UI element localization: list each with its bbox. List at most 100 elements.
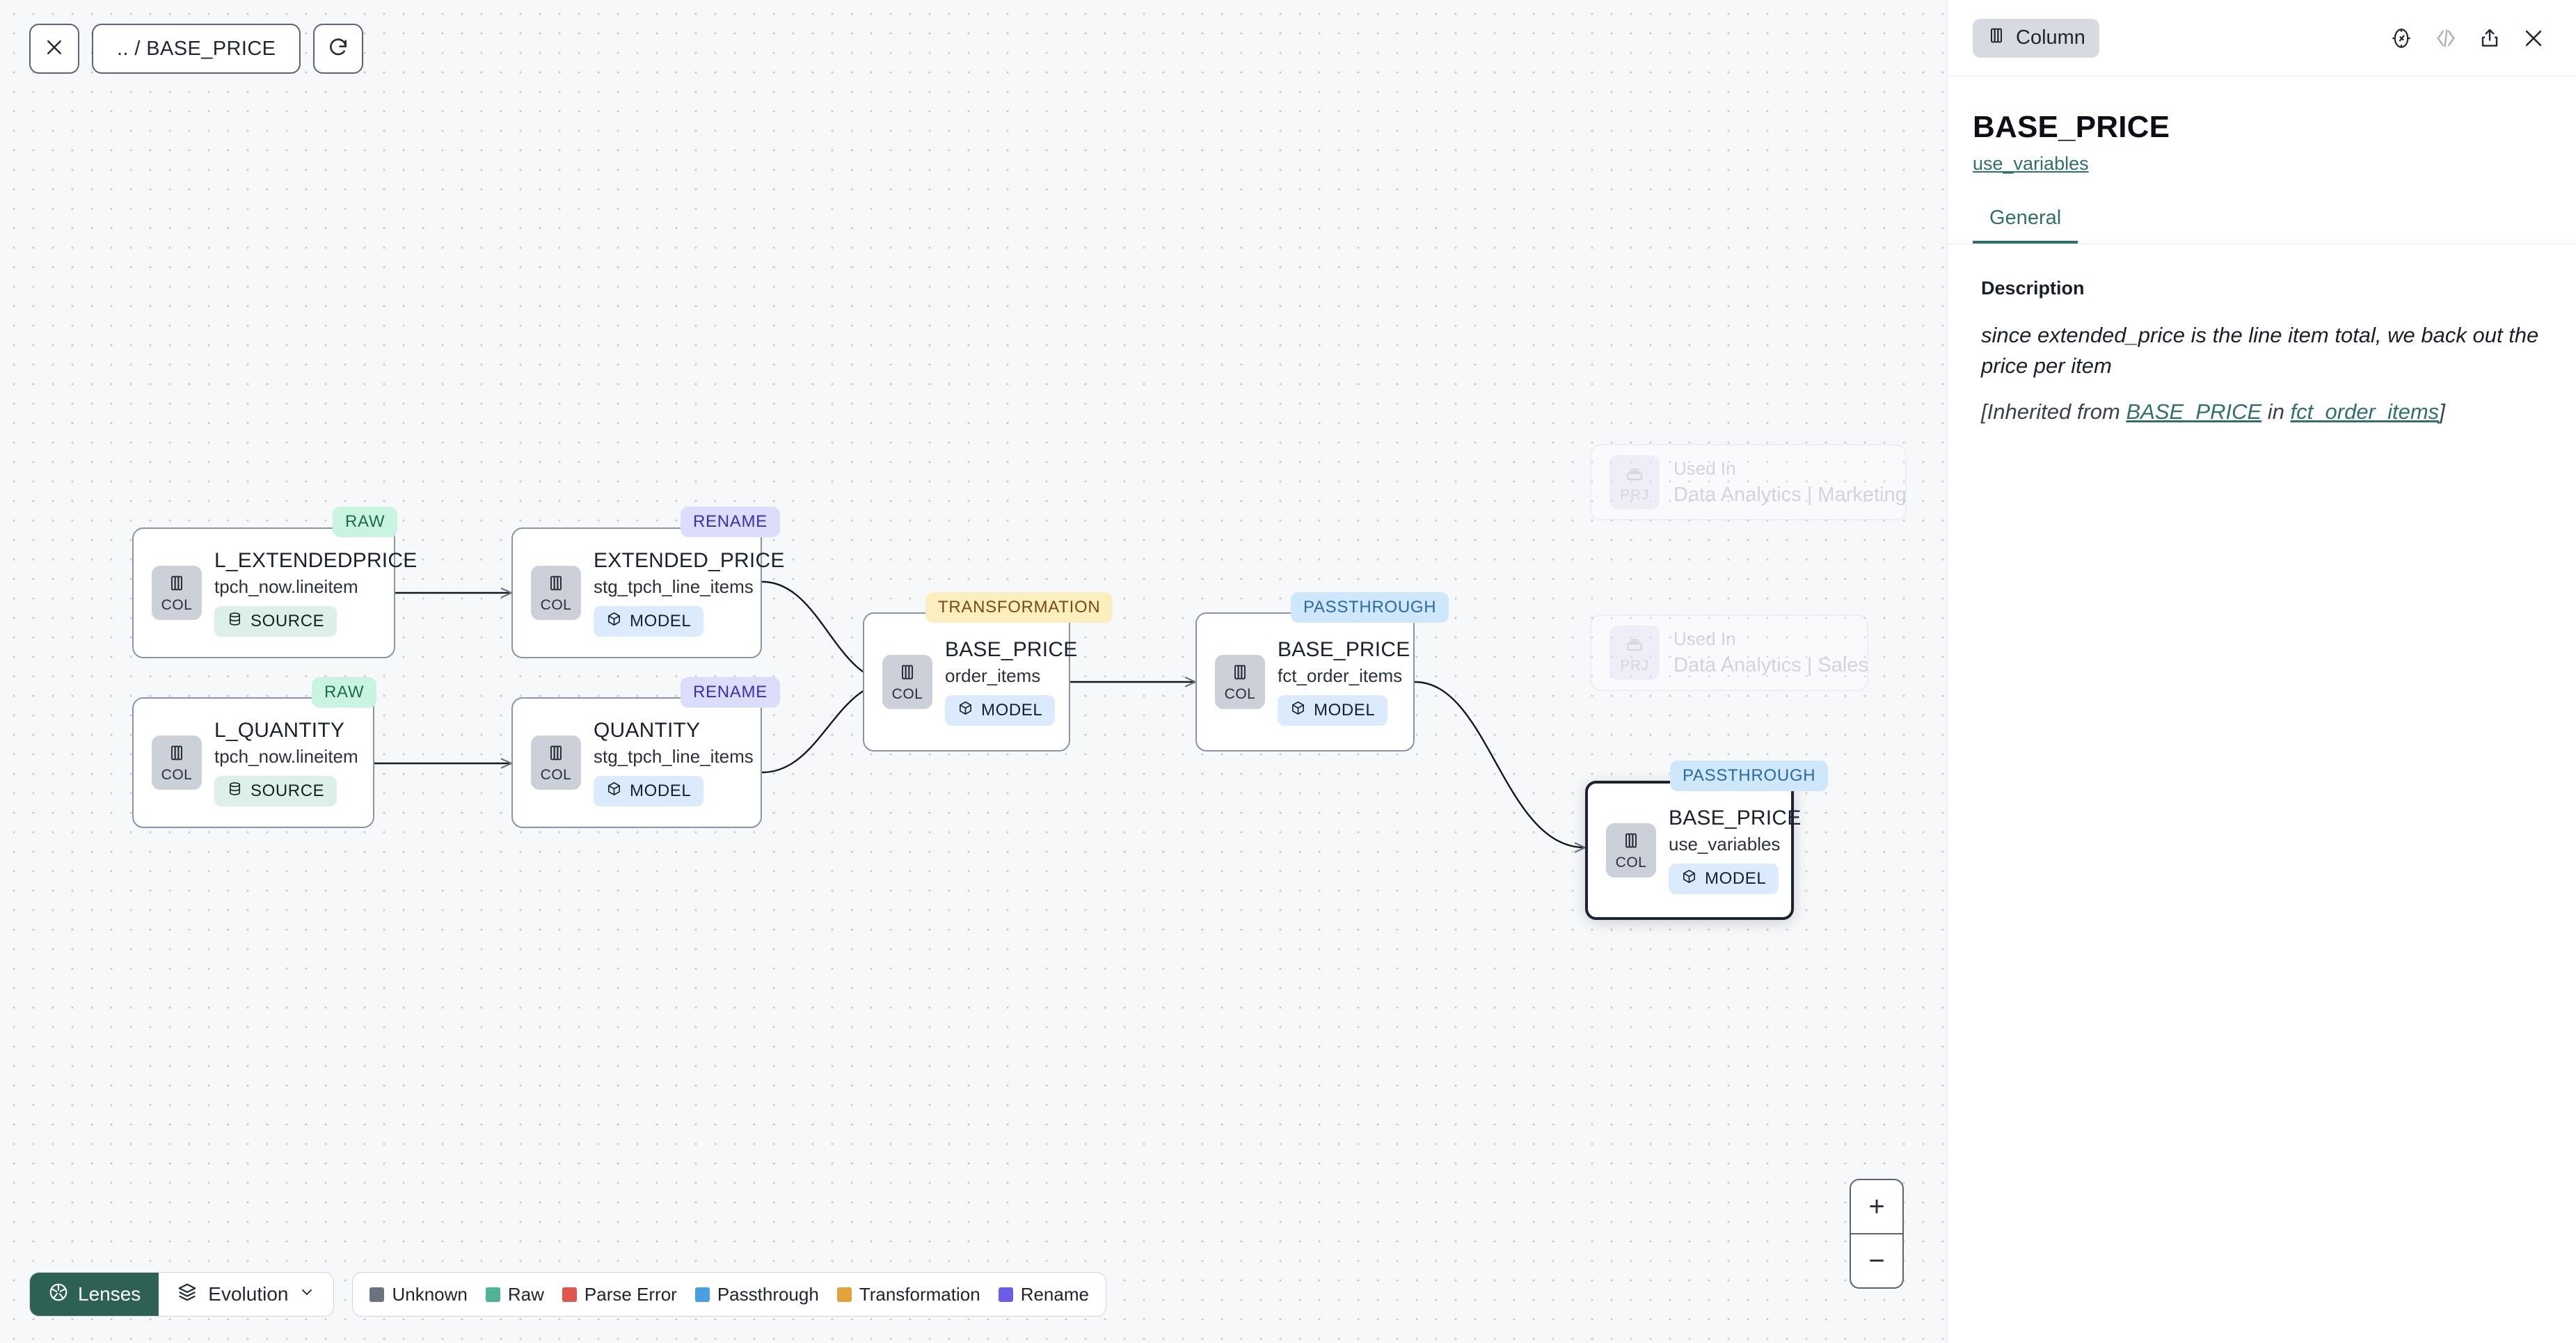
cube-icon — [1681, 868, 1697, 889]
node-tag-rename: RENAME — [681, 507, 780, 537]
ghost-line-1: Used In — [1673, 458, 1736, 479]
graph-node-base-price-order-items[interactable]: COL BASE_PRICE order_items MODEL — [863, 612, 1077, 752]
column-badge: COL — [152, 736, 202, 790]
node-kind-pill: MODEL — [594, 776, 704, 806]
graph-node-base-price-use-variables[interactable]: COL BASE_PRICE use_variables MODEL — [1585, 781, 1801, 920]
lineage-legend: Unknown Raw Parse Error Passthrough Tran… — [352, 1272, 1106, 1317]
inherited-model-link[interactable]: fct_order_items — [2290, 399, 2440, 424]
chevron-down-icon — [299, 1283, 315, 1305]
panel-tabs: General — [1948, 207, 2576, 244]
share-icon[interactable] — [2479, 27, 2501, 49]
cube-icon — [957, 700, 973, 721]
ghost-line-1: Used In — [1673, 628, 1736, 649]
graph-node-extended-price[interactable]: COL EXTENDED_PRICE stg_tpch_line_items M… — [511, 527, 784, 658]
graph-node-l-extendedprice[interactable]: COL L_EXTENDEDPRICE tpch_now.lineitem SO… — [132, 527, 417, 658]
node-kind-pill: MODEL — [1278, 695, 1388, 726]
legend-swatch — [485, 1287, 500, 1302]
project-icon — [1624, 462, 1645, 486]
entity-type-label: Column — [2016, 26, 2085, 49]
node-title: L_QUANTITY — [214, 719, 345, 742]
database-icon — [227, 781, 243, 802]
graph-node-base-price-fct-order-items[interactable]: COL BASE_PRICE fct_order_items MODEL — [1195, 612, 1415, 752]
project-badge: PRJ — [1609, 626, 1660, 680]
legend-swatch — [836, 1287, 852, 1302]
column-icon — [167, 743, 186, 766]
canvas-toolbar: .. / BASE_PRICE — [29, 24, 364, 74]
zoom-in-button[interactable]: + — [1868, 1191, 1885, 1222]
breadcrumb[interactable]: .. / BASE_PRICE — [92, 24, 301, 74]
node-kind-label: SOURCE — [251, 612, 325, 630]
node-tag-raw: RAW — [333, 507, 398, 537]
node-kind-pill: MODEL — [945, 695, 1056, 726]
description-section: Description since extended_price is the … — [1948, 244, 2576, 424]
zoom-out-button[interactable]: − — [1868, 1245, 1885, 1276]
legend-swatch — [998, 1287, 1013, 1302]
parent-model-link[interactable]: use_variables — [1973, 153, 2089, 174]
lineage-canvas[interactable]: .. / BASE_PRICE PRJ — [0, 0, 1947, 1343]
graph-node-quantity[interactable]: COL QUANTITY stg_tpch_line_items MODEL — [511, 697, 762, 828]
node-kind-pill: MODEL — [1669, 864, 1779, 894]
node-tag-raw: RAW — [312, 677, 377, 708]
evolution-label: Evolution — [208, 1283, 289, 1305]
node-subtitle: fct_order_items — [1278, 665, 1403, 686]
aperture-icon — [48, 1282, 69, 1308]
node-tag-passthrough: PASSTHROUGH — [1670, 761, 1829, 791]
close-icon — [44, 37, 65, 61]
details-panel: Column — [1947, 0, 2576, 1343]
parent-model-link-wrap: use_variables — [1948, 145, 2576, 175]
legend-label: Rename — [1020, 1283, 1089, 1305]
inherited-mid: in — [2261, 399, 2291, 424]
close-icon[interactable] — [2522, 26, 2545, 50]
project-badge-label: PRJ — [1620, 658, 1649, 674]
node-title: BASE_PRICE — [945, 638, 1078, 661]
inherited-suffix: ] — [2439, 399, 2445, 424]
ghost-node-used-in-sales[interactable]: PRJ Used In Data Analytics | Sales — [1590, 614, 1868, 691]
project-badge: PRJ — [1609, 455, 1660, 509]
node-subtitle: order_items — [945, 665, 1041, 686]
node-kind-label: MODEL — [1314, 701, 1376, 720]
node-subtitle: stg_tpch_line_items — [594, 746, 754, 767]
column-badge: COL — [531, 566, 581, 620]
node-tag-transformation: TRANSFORMATION — [925, 592, 1113, 623]
cube-icon — [606, 781, 622, 802]
tab-general[interactable]: General — [1973, 207, 2078, 244]
legend-item-transformation: Transformation — [836, 1284, 980, 1305]
entity-type-chip: Column — [1973, 18, 2099, 58]
refresh-button[interactable] — [313, 24, 364, 74]
node-kind-label: MODEL — [1705, 869, 1767, 888]
node-kind-pill: SOURCE — [214, 606, 337, 637]
legend-item-unknown: Unknown — [369, 1284, 468, 1305]
details-panel-header: Column — [1948, 0, 2576, 77]
column-badge: COL — [531, 736, 581, 790]
node-kind-label: MODEL — [981, 701, 1043, 720]
column-badge: COL — [152, 566, 202, 620]
database-icon — [227, 611, 243, 632]
compass-icon[interactable] — [2390, 26, 2413, 50]
lenses-button[interactable]: Lenses — [30, 1273, 159, 1316]
column-icon — [167, 573, 186, 596]
legend-label: Parse Error — [584, 1283, 677, 1305]
node-tag-rename: RENAME — [681, 677, 780, 708]
legend-label: Passthrough — [717, 1283, 819, 1305]
legend-item-raw: Raw — [485, 1284, 544, 1305]
project-badge-label: PRJ — [1620, 487, 1649, 503]
close-graph-button[interactable] — [29, 24, 79, 74]
column-icon — [1230, 662, 1250, 685]
graph-node-l-quantity[interactable]: COL L_QUANTITY tpch_now.lineitem SOURCE — [132, 697, 374, 828]
code-icon[interactable] — [2434, 26, 2458, 50]
ghost-node-used-in-marketing[interactable]: PRJ Used In Data Analytics | Marketing — [1590, 444, 1907, 520]
column-badge-label: COL — [540, 767, 572, 783]
cube-icon — [1290, 700, 1306, 721]
column-badge-label: COL — [1224, 686, 1256, 702]
legend-item-rename: Rename — [998, 1283, 1089, 1305]
zoom-controls: + − — [1850, 1179, 1904, 1289]
evolution-dropdown[interactable]: Evolution — [159, 1273, 334, 1316]
node-title: QUANTITY — [594, 719, 701, 742]
column-badge: COL — [882, 655, 932, 709]
node-tag-passthrough: PASSTHROUGH — [1291, 592, 1449, 623]
inherited-column-link[interactable]: BASE_PRICE — [2126, 399, 2262, 424]
legend-swatch — [562, 1287, 577, 1302]
lenses-label: Lenses — [78, 1283, 141, 1305]
description-text: since extended_price is the line item to… — [1981, 323, 2539, 379]
